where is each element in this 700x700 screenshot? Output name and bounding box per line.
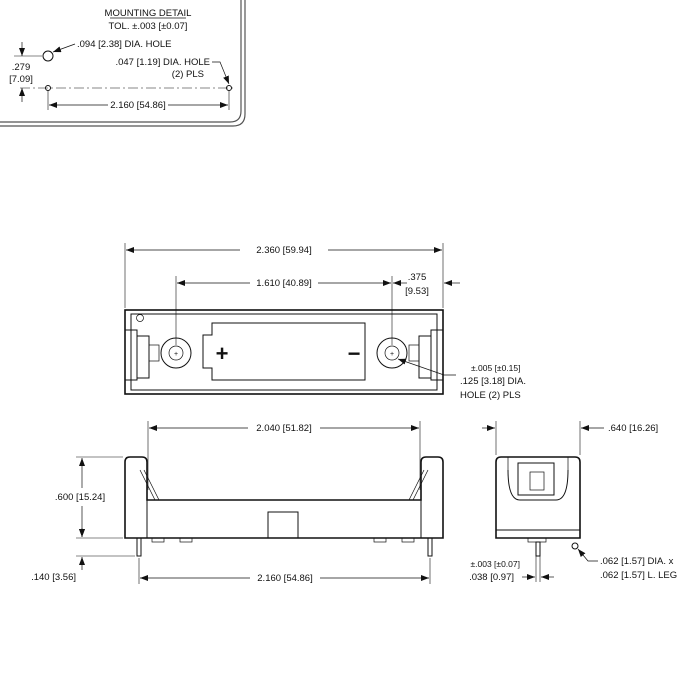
right-contact-bridge <box>408 344 420 362</box>
hole-left-inner <box>168 345 184 361</box>
side-leg <box>535 541 541 557</box>
mounting-detail-panel: MOUNTING DETAIL TOL. ±.003 [±0.07] .094 … <box>0 0 246 127</box>
minus-symbol: − <box>348 341 361 366</box>
leg-offset: .038 [0.97] <box>469 572 514 583</box>
mounting-tolerance: TOL. ±.003 [±0.07] <box>109 21 188 32</box>
height-mm: [7.09] <box>9 74 33 85</box>
side-width: .640 [16.26] <box>608 423 658 434</box>
right-spring-2 <box>408 469 425 501</box>
overall-length: 2.360 [59.94] <box>256 245 311 256</box>
hole-left-center: + <box>174 351 178 358</box>
height-in: .279 <box>12 62 31 73</box>
hole-right-inner <box>384 345 400 361</box>
side-contact <box>517 462 555 496</box>
hole-left-outer <box>160 337 192 369</box>
front-height: .600 [15.24] <box>55 492 105 503</box>
hole-dia-1: .125 [3.18] DIA. <box>460 376 526 387</box>
top-view: 2.360 [59.94] 1.610 [40.89] .375 [9.53] … <box>124 243 526 401</box>
cell-outline <box>202 322 366 381</box>
leg-dia-1: .062 [1.57] DIA. x <box>600 556 674 567</box>
hole-callout-leader <box>397 358 456 376</box>
front-leg-left <box>136 537 142 557</box>
offset-mm: [9.53] <box>405 286 429 297</box>
left-end-clip <box>136 335 150 379</box>
side-leg-end <box>571 542 579 550</box>
inner-length: 2.040 [51.82] <box>256 423 311 434</box>
foot-2 <box>179 537 193 543</box>
mounting-detail-title: MOUNTING DETAIL <box>105 8 192 19</box>
front-leg-right <box>427 537 433 557</box>
front-view: 2.040 [51.82] .600 [15.24] .140 [3.56] <box>31 421 444 584</box>
corner-mark <box>136 314 144 322</box>
leg-dia-leader <box>577 548 598 562</box>
left-contact-bridge <box>148 344 160 362</box>
leg-dia-2: .062 [1.57] L. LEG <box>600 570 677 581</box>
plus-symbol: + <box>216 341 229 366</box>
left-spring <box>139 469 156 501</box>
small-hole-label-1: .047 [1.19] DIA. HOLE <box>115 57 210 68</box>
small-hole-label-2: (2) PLS <box>172 69 204 80</box>
left-spring-2 <box>143 469 160 501</box>
mounting-spacing: 2.160 [54.86] <box>110 100 165 111</box>
right-end-clip <box>418 335 432 379</box>
foot-1 <box>151 537 165 543</box>
foot-3 <box>373 537 387 543</box>
big-hole-label: .094 [2.38] DIA. HOLE <box>77 39 172 50</box>
offset-in: .375 <box>408 272 427 283</box>
panel-border <box>0 0 242 123</box>
side-cradle <box>507 469 569 501</box>
leg-tolerance: ±.003 [±0.07] <box>470 559 520 569</box>
hole-tolerance: ±.005 [±0.15] <box>471 363 521 373</box>
hole-right-center: + <box>390 351 394 358</box>
holder-front-outline <box>124 456 444 539</box>
leg-spacing: 2.160 [54.86] <box>257 573 312 584</box>
bottom-boss <box>267 511 299 539</box>
panel-border-outer <box>0 0 246 127</box>
hole-spacing: 1.610 [40.89] <box>256 278 311 289</box>
big-hole-leader <box>52 43 76 53</box>
side-contact-tab <box>529 471 545 491</box>
right-spring <box>412 469 429 501</box>
holder-side-outline <box>495 456 581 539</box>
side-slot-lines <box>507 457 569 470</box>
hole-right-outer <box>376 337 408 369</box>
hole-dia-2: HOLE (2) PLS <box>460 390 521 401</box>
foot-4 <box>401 537 415 543</box>
holder-top-inner <box>130 313 438 391</box>
mounting-big-hole <box>42 50 54 62</box>
leg-length: .140 [3.56] <box>31 572 76 583</box>
small-hole-leader <box>212 61 230 85</box>
side-view: .640 [16.26] ±.003 [±0.07] .038 [0.97] .… <box>469 421 677 583</box>
